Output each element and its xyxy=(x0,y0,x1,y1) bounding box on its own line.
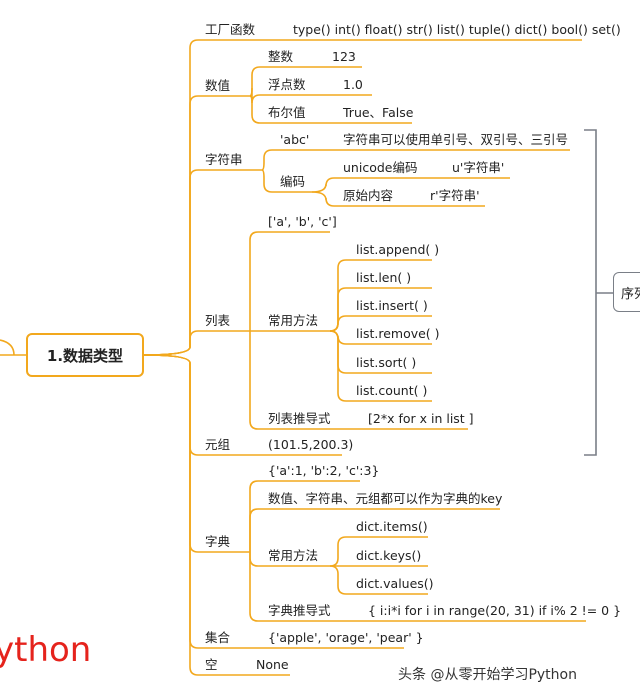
string-raw-label: 原始内容 xyxy=(343,188,394,203)
edge-unicode xyxy=(311,177,440,193)
edge-dict-keynote xyxy=(249,508,500,553)
string-unicode-label: unicode编码 xyxy=(343,160,418,175)
set-value: {'apple', 'orage', 'pear' } xyxy=(268,630,424,645)
list-method-item: list.sort( ) xyxy=(356,355,417,370)
branch-factory: 工厂函数 xyxy=(205,22,256,37)
list-methods-label: 常用方法 xyxy=(268,313,319,328)
dict-key-note: 数值、字符串、元组都可以作为字典的key xyxy=(268,491,503,506)
branch-string: 字符串 xyxy=(205,152,243,167)
branch-numeric: 数值 xyxy=(205,78,231,93)
edge-encoding xyxy=(261,169,312,193)
none-value: None xyxy=(256,657,289,672)
edge-factory xyxy=(143,39,262,356)
edge-numeric xyxy=(143,95,250,356)
edge-dict xyxy=(143,354,250,553)
list-method-item: list.remove( ) xyxy=(356,326,440,341)
dict-comprehension-value: { i:i*i for i in range(20, 31) if i% 2 !… xyxy=(368,603,622,618)
edge-dict-method-0 xyxy=(329,536,428,567)
numeric-int-label: 整数 xyxy=(268,49,294,64)
list-comprehension-label: 列表推导式 xyxy=(268,411,331,426)
edge-list xyxy=(143,330,250,356)
branch-list: 列表 xyxy=(205,313,231,328)
edge-set xyxy=(143,354,250,649)
sequence-label: 序列 xyxy=(621,287,640,302)
branch-set: 集合 xyxy=(205,630,231,645)
numeric-int-value: 123 xyxy=(332,49,356,64)
edge-dict-method-2 xyxy=(329,565,428,595)
list-method-item: list.append( ) xyxy=(356,242,440,257)
numeric-bool-label: 布尔值 xyxy=(268,105,306,120)
root-label: 1.数据类型 xyxy=(46,346,124,365)
dict-example: {'a':1, 'b':2, 'c':3} xyxy=(268,463,380,478)
edge-raw xyxy=(311,191,420,207)
branch-none: 空 xyxy=(205,657,218,672)
edge-tuple xyxy=(143,354,250,456)
branch-dict: 字典 xyxy=(205,534,231,549)
tuple-value: (101.5,200.3) xyxy=(268,437,354,452)
root-left-curve xyxy=(0,339,15,356)
numeric-float-label: 浮点数 xyxy=(268,77,306,92)
list-comprehension-value: [2*x for x in list ] xyxy=(368,411,474,426)
python-brand-text: ython xyxy=(0,630,92,670)
list-method-item: list.len( ) xyxy=(356,270,412,285)
string-abc-label: 'abc' xyxy=(280,132,310,147)
dict-methods-label: 常用方法 xyxy=(268,548,319,563)
dict-method-item: dict.keys() xyxy=(356,548,422,563)
edge-list-method-2 xyxy=(329,315,432,332)
sequence-bracket xyxy=(584,129,597,456)
list-method-item: list.count( ) xyxy=(356,383,428,398)
numeric-bool-value: True、False xyxy=(343,105,414,120)
edge-none xyxy=(143,354,250,676)
edge-list-comprehension xyxy=(249,330,355,430)
edge-list-method-5 xyxy=(329,330,432,402)
string-abc-value: 字符串可以使用单引号、双引号、三引号 xyxy=(343,132,569,147)
factory-value: type() int() float() str() list() tuple(… xyxy=(293,22,621,37)
edge-string xyxy=(143,169,262,356)
edge-abc xyxy=(261,149,330,171)
string-unicode-value: u'字符串' xyxy=(452,160,505,175)
watermark: 头条 @从零开始学习Python xyxy=(398,667,577,683)
list-example: ['a', 'b', 'c'] xyxy=(268,214,337,229)
edge-bool xyxy=(249,95,330,124)
string-raw-value: r'字符串' xyxy=(430,188,480,203)
string-encoding-label: 编码 xyxy=(280,174,306,189)
dict-method-item: dict.items() xyxy=(356,519,428,534)
dict-method-item: dict.values() xyxy=(356,576,434,591)
list-method-item: list.insert( ) xyxy=(356,298,428,313)
root-node: 1.数据类型 xyxy=(26,333,144,377)
numeric-float-value: 1.0 xyxy=(343,77,363,92)
branch-tuple: 元组 xyxy=(205,437,231,452)
edge-dict-comprehension xyxy=(249,551,355,622)
sequence-node: 序列 xyxy=(613,272,640,312)
edge-list-example xyxy=(249,231,330,332)
dict-comprehension-label: 字典推导式 xyxy=(268,603,331,618)
